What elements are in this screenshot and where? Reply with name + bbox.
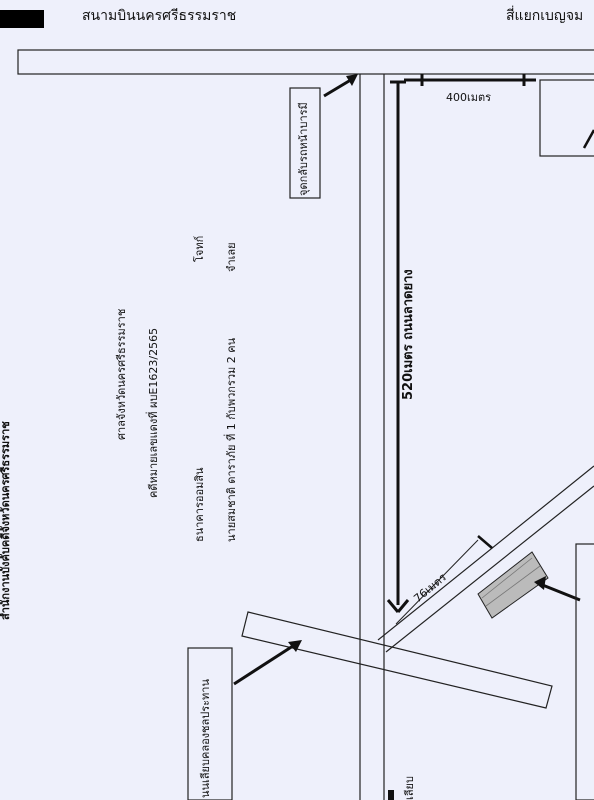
plaintiff-name: ธนาคารออมสิน — [193, 467, 206, 542]
distance-76-line — [395, 539, 479, 625]
plaintiff-role: โจทก์ — [193, 235, 206, 262]
intersection-box — [539, 79, 594, 157]
u-turn-label: จุดกลับรถหน้าบารมี — [297, 102, 310, 196]
court-name: ศาลจังหวัดนครศรีธรรมราช — [115, 308, 128, 440]
branch-road-edge-1 — [377, 465, 594, 641]
canal-label-box — [187, 647, 233, 800]
distance-400-label: 400เมตร — [446, 91, 492, 104]
defendant-name: นายสมชาติ ดาราภัย ที่ 1 กับพวกรวม 2 คน — [225, 337, 238, 542]
u-turn-label-box — [289, 87, 321, 199]
canal-road — [241, 611, 553, 709]
right-info-box — [575, 543, 594, 800]
canal-road-label: นนเลียบคลองชลประทาน — [199, 679, 212, 798]
property-parcel — [477, 551, 549, 619]
arrow-to-canal — [233, 640, 302, 686]
arrow-to-u-turn — [323, 74, 358, 98]
airport-label: สนามบินนครศรีธรรมราช — [82, 8, 237, 24]
redaction-block — [0, 10, 44, 28]
defendant-role: จำเลย — [225, 242, 238, 272]
left-edge-title: สำนักงานบังคับคดีจังหวัดนครศรีธรรมราช — [0, 421, 12, 620]
main-road-label: 520เมตร ถนนลาดยาง — [401, 269, 416, 400]
intersection-label: สี่แยกเบญจม — [506, 8, 584, 24]
bottom-partial-label: เลียบ — [403, 776, 416, 800]
top-road — [17, 49, 594, 75]
branch-road-edge-2 — [385, 485, 594, 653]
case-number: คดีหมายเลขแดงที่ ผบE1623/2565 — [147, 327, 160, 498]
arrow-to-parcel — [534, 576, 581, 602]
